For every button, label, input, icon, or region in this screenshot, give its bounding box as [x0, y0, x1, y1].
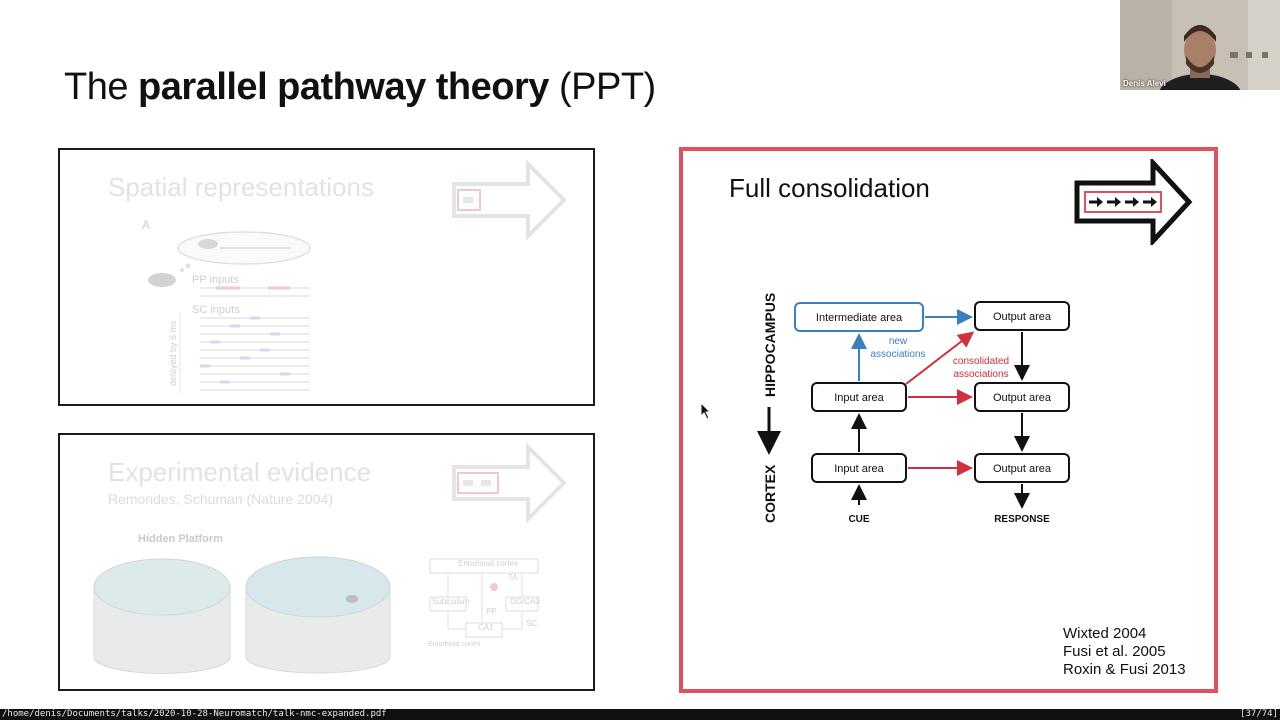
diagram-ta-label: TA — [508, 573, 518, 582]
reference-item: Fusi et al. 2005 — [1063, 643, 1166, 660]
references-list: Wixted 2004 Fusi et al. 2005 Roxin & Fus… — [1063, 625, 1186, 679]
webcam-video: Denis Alevi — [1120, 0, 1280, 90]
consolidation-diagram: HIPPOCAMPUS CORTEX Intermediate area Out… — [757, 293, 1070, 525]
box-input-mid — [811, 382, 907, 412]
diagram-left-label: Subiculum — [432, 597, 470, 606]
diagram-right-label: DG/CA3 — [510, 597, 540, 606]
panel-experimental-image-label: Hidden Platform — [138, 533, 223, 545]
panel-experimental-title: Experimental evidence — [108, 457, 372, 487]
right-arrow-icon — [1074, 159, 1193, 245]
webcam-feed — [1120, 0, 1280, 90]
panel-spatial-label-pp: PP inputs — [192, 274, 239, 286]
box-output-mid — [974, 382, 1070, 412]
panel-spatial-title: Spatial representations — [108, 172, 374, 202]
diagram-bottom-label: CA1 — [478, 623, 494, 632]
slide-title: The parallel pathway theory (PPT) — [64, 66, 656, 109]
diagram-footer-label: Entorhinal cortex — [428, 641, 481, 648]
box-intermediate-label: Intermediate area — [816, 312, 903, 324]
panel-experimental-citation: Remondes, Schuman (Nature 2004) — [108, 491, 333, 507]
box-output-mid-label: Output area — [993, 392, 1052, 404]
slide-title-suffix: (PPT) — [548, 66, 656, 108]
panel-consolidation-title: Full consolidation — [729, 173, 930, 203]
circuit-diagram — [429, 558, 539, 638]
reference-item: Wixted 2004 — [1063, 625, 1147, 642]
box-input-bottom-label: Input area — [834, 463, 884, 475]
box-intermediate-area — [794, 302, 924, 332]
box-output-bottom — [974, 453, 1070, 483]
diagram-pp-label: PP — [486, 607, 497, 616]
panel-spatial-label-a: A — [142, 218, 151, 232]
panel-spatial-label-sc: SC inputs — [192, 304, 240, 316]
box-output-top-label: Output area — [993, 311, 1052, 323]
label-new-associations: associations — [870, 349, 925, 360]
label-consolidated-associations: associations — [953, 369, 1008, 380]
status-bar: /home/denis/Documents/talks/2020-10-28-N… — [0, 709, 1280, 720]
box-output-bottom-label: Output area — [993, 463, 1052, 475]
label-new: new — [889, 336, 908, 347]
box-input-bottom — [811, 453, 907, 483]
label-response: RESPONSE — [994, 514, 1050, 525]
box-output-top — [974, 301, 1070, 331]
status-page-indicator: [37/74] — [1240, 709, 1278, 719]
status-file-path: /home/denis/Documents/talks/2020-10-28-N… — [2, 709, 387, 719]
box-input-mid-label: Input area — [834, 392, 884, 404]
diagram-sc-label: SC — [526, 619, 538, 628]
mouse-cursor-icon — [700, 402, 712, 420]
diagram-top-label: Entorhinal cortex — [458, 559, 519, 568]
water-maze-images — [93, 556, 391, 674]
webcam-name-label: Denis Alevi — [1123, 79, 1166, 88]
label-cue: CUE — [848, 514, 869, 525]
axis-cortex-label: CORTEX — [762, 464, 778, 523]
reference-item: Roxin & Fusi 2013 — [1063, 661, 1186, 678]
slide-title-prefix: The — [64, 66, 139, 108]
panel-spatial-label-delay: delayed by 8 ms — [168, 320, 178, 386]
panel-full-consolidation: Full consolidation HIPPOCAMPUS CORTEX In… — [679, 147, 1218, 693]
right-arrow-icon — [452, 443, 567, 523]
label-consolidated: consolidated — [953, 356, 1009, 367]
axis-hippocampus-label: HIPPOCAMPUS — [762, 293, 778, 397]
panel-experimental-evidence: Experimental evidence Remondes, Schuman … — [58, 433, 595, 691]
spatial-figure — [148, 231, 311, 393]
panel-spatial-representations: Spatial representations A — [58, 148, 595, 406]
slide-title-bold: parallel pathway theory — [138, 66, 549, 108]
right-arrow-icon — [452, 160, 567, 240]
